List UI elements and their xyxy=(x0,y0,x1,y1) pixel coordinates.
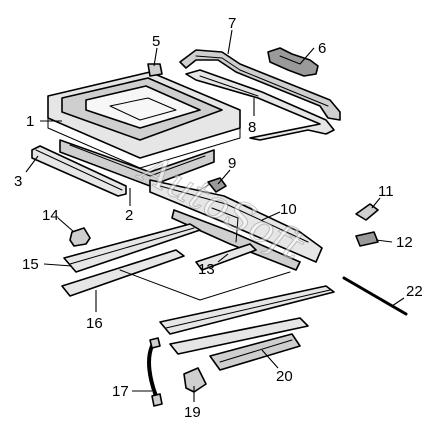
callout-8: 8 xyxy=(248,119,256,136)
front-clip xyxy=(147,63,163,77)
clip-block xyxy=(355,231,379,247)
callout-3: 3 xyxy=(14,173,22,190)
drain-tube xyxy=(199,177,227,193)
sunroof-glass-panel xyxy=(47,71,241,169)
sunroof-motor xyxy=(267,47,319,77)
grommet xyxy=(69,227,91,247)
callout-2: 2 xyxy=(125,207,133,224)
callout-17: 17 xyxy=(112,383,129,400)
drain-hose xyxy=(147,337,163,407)
right-side-rail xyxy=(159,285,335,355)
drive-cable xyxy=(342,276,408,316)
rear-frame-rail xyxy=(185,69,335,141)
support-rod xyxy=(195,243,257,271)
callout-15: 15 xyxy=(22,256,39,273)
callout-16: 16 xyxy=(86,315,103,332)
front-cross-rail xyxy=(179,49,341,121)
left-side-rail xyxy=(63,223,201,273)
callout-22: 22 xyxy=(406,283,423,300)
callout-7: 7 xyxy=(228,15,236,32)
side-rail-strip xyxy=(31,145,127,197)
corner-bracket xyxy=(183,367,207,393)
sunroof-lower-frame xyxy=(149,179,323,271)
callout-6: 6 xyxy=(318,40,326,57)
callout-13: 13 xyxy=(198,261,215,278)
bracket xyxy=(355,203,379,221)
callout-20: 20 xyxy=(276,368,293,385)
callout-19: 19 xyxy=(184,404,201,421)
sunroof-seal xyxy=(59,139,215,187)
callout-9: 9 xyxy=(228,155,236,172)
leader-lines xyxy=(25,29,405,402)
callout-14: 14 xyxy=(42,207,59,224)
rear-cross-member xyxy=(209,333,301,371)
front-cross-member xyxy=(61,249,291,301)
callout-12: 12 xyxy=(396,234,413,251)
callout-5: 5 xyxy=(152,33,160,50)
callout-11: 11 xyxy=(378,183,394,200)
callout-10: 10 xyxy=(280,201,297,218)
callout-1: 1 xyxy=(26,113,34,130)
callout-numbers: 1 2 3 5 6 7 8 9 10 11 12 13 14 15 16 17 … xyxy=(14,15,423,421)
